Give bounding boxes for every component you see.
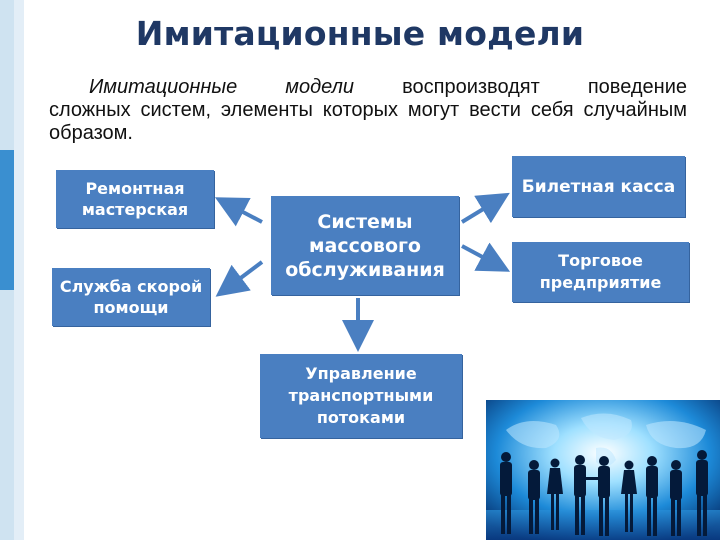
box-ticket-office: Билетная касса — [512, 156, 685, 217]
photo-illustration — [486, 400, 720, 540]
box-trade-enterprise-label: Торговое предприятие — [539, 251, 662, 292]
box-ambulance-service: Служба скорой помощи — [52, 268, 210, 326]
box-ticket-office-label: Билетная касса — [521, 176, 676, 197]
intro-lead-term: Имитационные модели — [89, 76, 355, 98]
slide-title: Имитационные модели — [135, 14, 585, 53]
side-stripe-mid — [14, 0, 24, 540]
arrow-to-shop — [461, 242, 511, 272]
business-people-world-map-image — [486, 400, 720, 540]
arrow-to-repair — [214, 197, 263, 227]
arrow-to-ticket — [460, 192, 510, 224]
intro-first-line: Имитационные модели воспроизводят поведе… — [49, 76, 687, 99]
box-trade-enterprise: Торговое предприятие — [512, 242, 689, 302]
box-ambulance-service-label: Служба скорой помощи — [59, 277, 203, 317]
box-traffic-control-label: Управление транспортными потоками — [288, 364, 434, 427]
box-repair-shop: Ремонтная мастерская — [56, 170, 214, 228]
box-queueing-systems-label: Системы массового обслуживания — [285, 210, 445, 281]
box-repair-shop-label: Ремонтная мастерская — [81, 179, 189, 219]
arrow-to-ambulance — [215, 260, 264, 297]
side-stripe-dark — [0, 150, 14, 290]
intro-rest-text: сложных систем, элементы которых могут в… — [49, 99, 687, 144]
intro-first-line-rest: воспроизводят поведение — [354, 76, 688, 98]
intro-paragraph: Имитационные модели воспроизводят поведе… — [49, 76, 687, 145]
box-queueing-systems: Системы массового обслуживания — [271, 196, 459, 295]
box-traffic-control: Управление транспортными потоками — [260, 354, 462, 438]
